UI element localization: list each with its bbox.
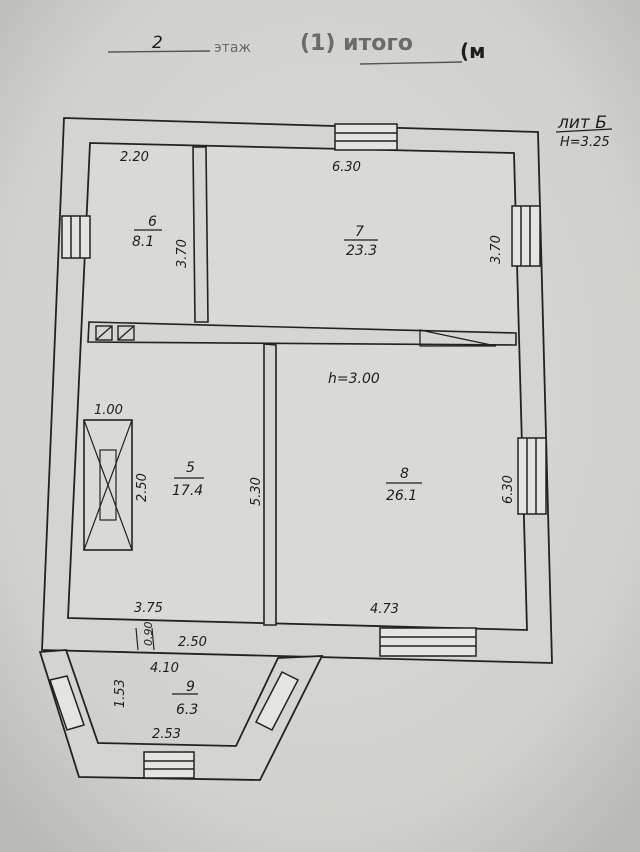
- window-porch-east: [254, 670, 300, 732]
- exterior-walls: [41, 117, 553, 664]
- stove: [83, 419, 133, 551]
- floor-word: этаж: [214, 40, 251, 56]
- window-north: [334, 123, 398, 151]
- room-9-area: 6.3: [176, 702, 198, 718]
- room-7-width: 6.30: [332, 160, 361, 175]
- room-5-length: 5.30: [249, 477, 264, 506]
- room-6-length: 3.70: [175, 239, 190, 268]
- floor-number: 2: [152, 33, 163, 53]
- room-labels: 6 8.1 2.20 3.70 7 23.3 6.30 3.70 5 17.4 …: [94, 150, 516, 742]
- building-letter: лит Б: [557, 113, 607, 133]
- window-porch-south: [143, 751, 195, 779]
- window-east-upper: [511, 205, 541, 267]
- window-west: [61, 215, 91, 259]
- room-9-top-width: 4.10: [150, 661, 179, 676]
- stove-width: 1.00: [94, 403, 123, 418]
- wall-6-7: [192, 146, 209, 323]
- door-swing: [419, 329, 497, 347]
- room-9-depth: 1.53: [113, 679, 128, 708]
- room-9-number: 9: [186, 679, 195, 695]
- room-6-area: 8.1: [132, 234, 154, 250]
- corner-note: лит Б H=3.25: [555, 113, 613, 150]
- stamp-text: (1) итого: [300, 31, 413, 56]
- room-6-number: 6: [148, 214, 157, 230]
- wall-middle-horizontal: [87, 321, 517, 346]
- porch-annex: [38, 649, 324, 781]
- room-7-number: 7: [355, 224, 364, 240]
- windows: [49, 123, 547, 779]
- room-8-height-note: h=3.00: [328, 371, 380, 387]
- room-8-length: 6.30: [501, 475, 516, 504]
- interior-walls: [87, 146, 517, 626]
- vent-block: [95, 325, 135, 341]
- window-east-lower: [517, 437, 547, 515]
- header-mark: (м: [460, 39, 486, 63]
- room-5-area: 17.4: [172, 483, 203, 499]
- building-height: H=3.25: [560, 135, 610, 150]
- room-8-number: 8: [400, 466, 409, 482]
- corridor-length: 2.50: [178, 635, 207, 650]
- vent-icon: [117, 325, 135, 341]
- vent-icon: [95, 325, 113, 341]
- room-8-area: 26.1: [386, 488, 417, 504]
- room-5-width: 3.75: [134, 601, 163, 616]
- window-porch-west: [49, 675, 85, 731]
- header: 2 этаж (1) итого (м: [107, 31, 486, 65]
- room-7-area: 23.3: [346, 243, 377, 259]
- room-7-length: 3.70: [489, 235, 504, 264]
- window-south: [379, 627, 477, 657]
- room-8-width: 4.73: [370, 602, 399, 617]
- room-6-width: 2.20: [120, 150, 149, 165]
- room-9-bottom-width: 2.53: [152, 727, 181, 742]
- stove-length: 2.50: [135, 473, 150, 502]
- room-5-number: 5: [186, 460, 195, 476]
- corridor-width: 0.90: [142, 622, 155, 647]
- wall-5-8: [263, 343, 277, 626]
